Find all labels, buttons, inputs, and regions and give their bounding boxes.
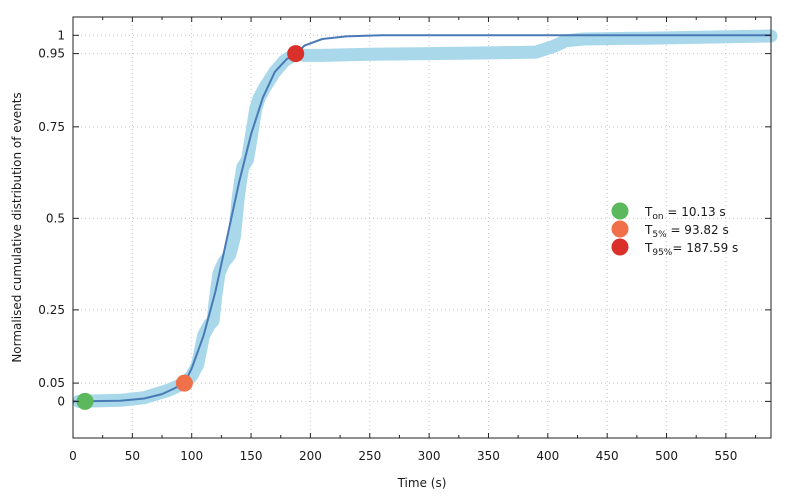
y-tick-label: 0.05: [38, 376, 65, 390]
fitted-cdf-line: [72, 34, 771, 403]
y-tick-label: 0.75: [38, 120, 65, 134]
legend-marker: [611, 202, 629, 220]
x-tick-label: 550: [714, 449, 737, 463]
x-tick-label: 0: [69, 449, 77, 463]
y-tick-label: 0: [57, 394, 65, 408]
y-tick-label: 0.95: [38, 47, 65, 61]
x-tick-label: 500: [655, 449, 678, 463]
legend-label: T5% = 93.82 s: [644, 223, 729, 240]
marker-t-5-: [175, 374, 193, 392]
x-tick-label: 100: [180, 449, 203, 463]
legend-label: Ton = 10.13 s: [644, 205, 726, 222]
x-tick-label: 300: [418, 449, 441, 463]
y-tick-label: 0.5: [46, 211, 65, 225]
marker-t-95-: [287, 45, 305, 63]
x-tick-label: 450: [596, 449, 619, 463]
marker-t-on: [76, 392, 94, 410]
x-tick-label: 150: [240, 449, 263, 463]
x-tick-label: 200: [299, 449, 322, 463]
x-axis-label: Time (s): [397, 476, 447, 490]
x-tick-label: 350: [477, 449, 500, 463]
legend-marker: [611, 238, 629, 256]
legend-marker: [611, 220, 629, 238]
x-tick-label: 250: [358, 449, 381, 463]
y-tick-label: 0.25: [38, 303, 65, 317]
series-layer: [72, 29, 778, 408]
legend-label: T95%= 187.59 s: [644, 241, 738, 258]
y-tick-label: 1: [57, 28, 65, 42]
tick-layer: 0 50 100 150 200 250 300 350 400 450 500 550 0 0.05 0.…: [38, 17, 771, 463]
plot-frame: [72, 16, 772, 439]
x-tick-label: 400: [536, 449, 559, 463]
y-axis-label: Normalised cumulative distribution of ev…: [10, 92, 24, 362]
x-tick-label: 50: [125, 449, 140, 463]
marker-layer: [76, 45, 305, 410]
empirical-cdf-band: [72, 29, 778, 408]
